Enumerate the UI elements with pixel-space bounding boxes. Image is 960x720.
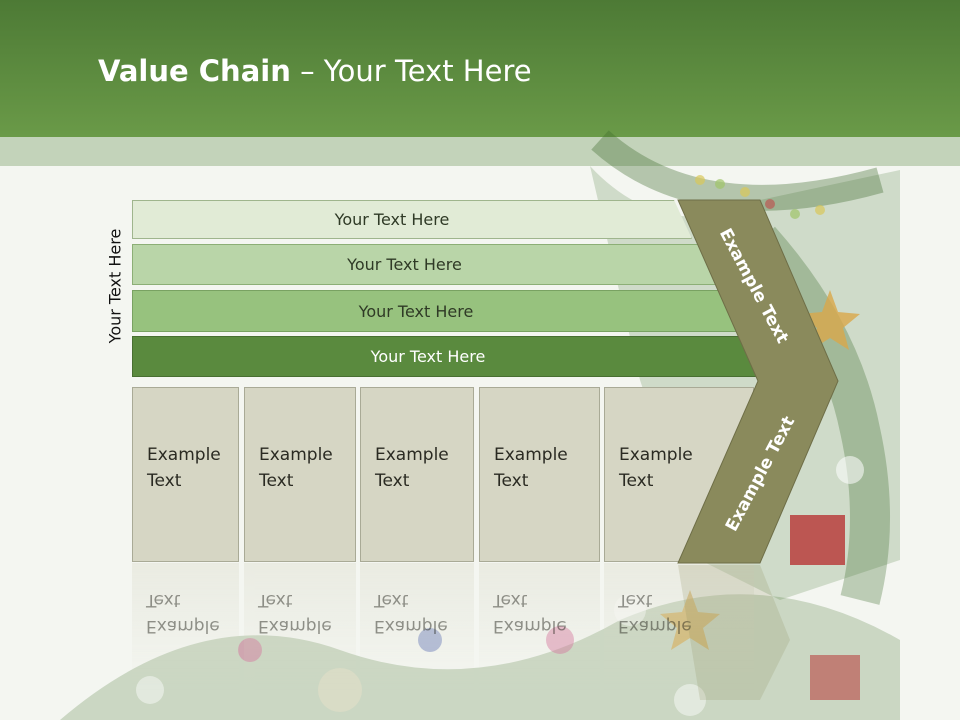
box-line2: Text — [147, 471, 182, 491]
slide-title[interactable]: Value Chain – Your Text Here — [98, 54, 532, 88]
value-bar-2[interactable]: Your Text Here — [132, 244, 717, 285]
box-line1: Example — [147, 445, 221, 465]
title-rest: – Your Text Here — [290, 54, 532, 88]
value-bar-3[interactable]: Your Text Here — [132, 290, 740, 332]
box-line1: Example — [375, 445, 449, 465]
example-box-3[interactable]: Example Text — [360, 387, 474, 562]
value-bar-4[interactable]: Your Text Here — [132, 336, 764, 377]
header-subband — [0, 137, 960, 166]
header-band — [0, 0, 960, 137]
title-bold: Value Chain — [98, 54, 291, 88]
box-line2: Text — [375, 471, 410, 491]
example-box-1[interactable]: Example Text — [132, 387, 239, 562]
box-line2: Text — [494, 471, 529, 491]
box-line1: Example — [259, 445, 333, 465]
box-line2: Text — [259, 471, 294, 491]
box-line2: Text — [619, 471, 654, 491]
box-line1: Example — [494, 445, 568, 465]
example-box-2[interactable]: Example Text — [244, 387, 356, 562]
box-line1: Example — [619, 445, 693, 465]
example-box-4[interactable]: Example Text — [479, 387, 600, 562]
value-bar-1[interactable]: Your Text Here — [132, 200, 692, 239]
